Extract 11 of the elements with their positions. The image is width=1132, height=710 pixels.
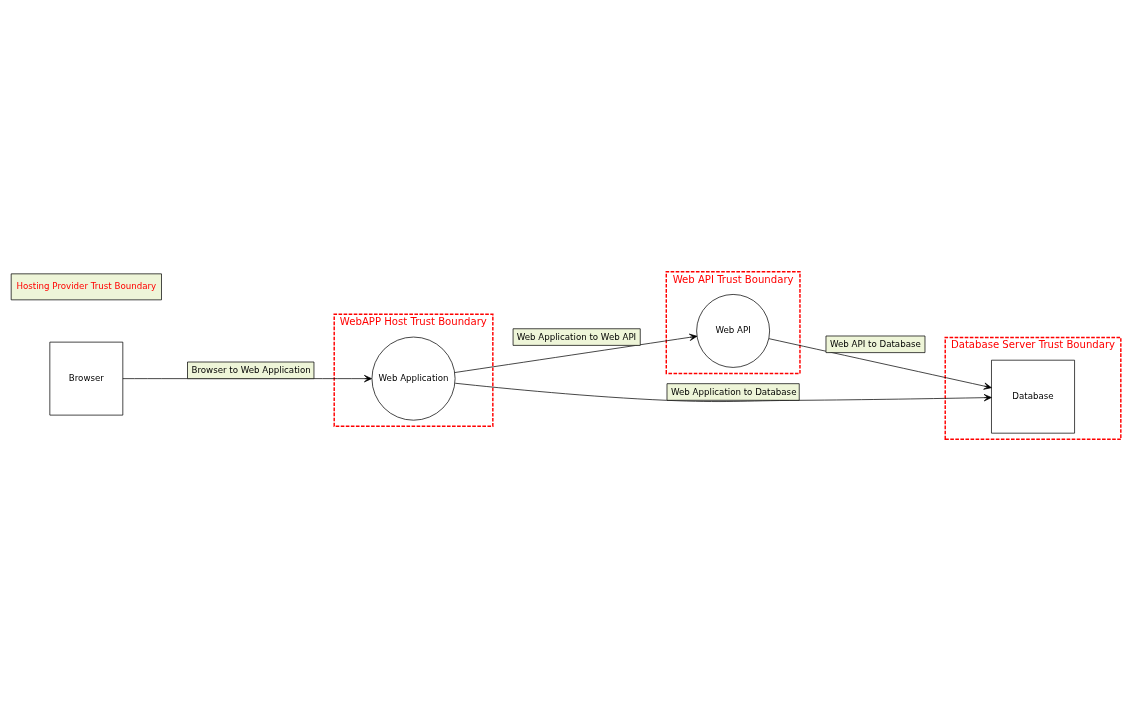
node-box: Hosting Provider Trust Boundary xyxy=(10,272,162,300)
arrow xyxy=(122,374,372,382)
edge-label: Browser to Web Application xyxy=(191,364,311,375)
node-circle: Web API xyxy=(696,293,770,368)
node-box: Database xyxy=(991,359,1075,434)
edge-label: Web API to Database xyxy=(829,338,921,349)
node-circle: Web Application xyxy=(371,336,456,421)
arrow xyxy=(454,333,698,373)
edge-label: Web Application to Web API xyxy=(516,331,637,342)
edge-label: Web Application to Database xyxy=(670,386,797,397)
node-box: Browser xyxy=(49,341,124,415)
